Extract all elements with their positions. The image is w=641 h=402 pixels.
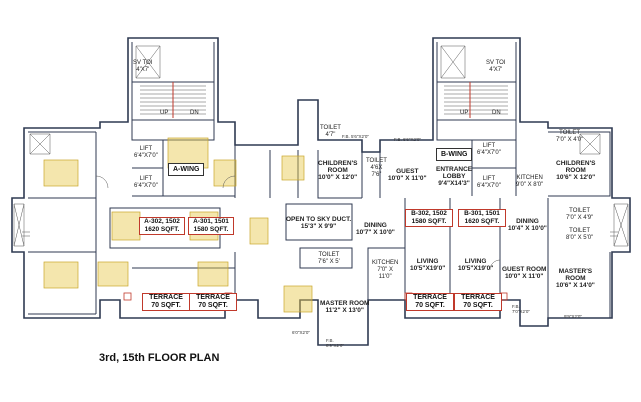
stair-arrows xyxy=(172,82,471,118)
inner-walls xyxy=(28,42,611,318)
dn-a-text: DN xyxy=(190,110,199,116)
fb6-label: F.B.8'9"X2'0" xyxy=(326,338,344,348)
fb4-label: 9'9"X2'0" xyxy=(564,314,582,319)
fb3-label: F.B.7'0"X2'0" xyxy=(512,304,530,314)
lift-crosses xyxy=(13,45,629,247)
outer-walls xyxy=(11,37,631,346)
dn-b-text: DN xyxy=(492,110,501,116)
fb5-label: 6'0"X2'0" xyxy=(292,330,310,335)
up-b-text: UP xyxy=(460,110,469,116)
b-wing-label: B-WING xyxy=(436,148,473,161)
a-wing-label: A-WING xyxy=(168,163,205,176)
fb2-label: F.B. 6'6"X2'0" xyxy=(394,137,421,142)
duct-label: OPEN TO SKY DUCT.15'3" X 9'9" xyxy=(286,216,352,230)
up-a-text: UP xyxy=(160,110,169,116)
fb1-label: F.B. 5'6"X2'0" xyxy=(342,134,369,139)
doors-and-windows xyxy=(22,175,618,271)
floor-plan-title: 3rd, 15th FLOOR PLAN xyxy=(99,352,220,364)
